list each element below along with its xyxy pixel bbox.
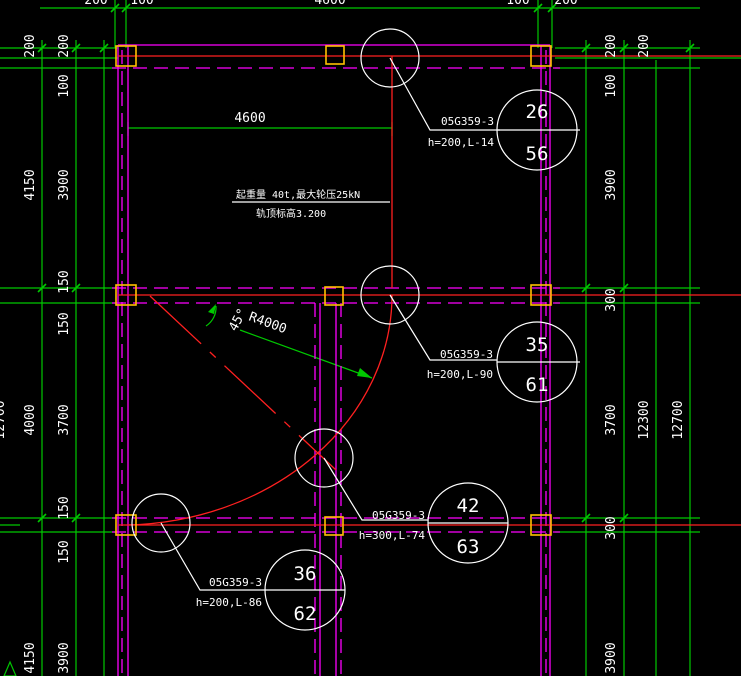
dim-text: 200 xyxy=(57,34,72,57)
dim-text: 150 xyxy=(57,496,72,519)
detail-spec: h=200,L-14 xyxy=(428,136,495,149)
angle-arrowhead xyxy=(208,304,216,314)
detail-top-number: 42 xyxy=(457,495,480,517)
dim-text: 3900 xyxy=(57,642,72,673)
angle-arc xyxy=(205,305,217,327)
dim-text: 150 xyxy=(57,270,72,293)
dim-text: 4600 xyxy=(314,0,345,8)
detail-top-number: 26 xyxy=(526,101,549,123)
load-note-line1: 起重量 40t,最大轮压25kN xyxy=(236,188,360,201)
column-marker xyxy=(325,45,345,65)
dimension-ticks xyxy=(37,3,695,523)
dim-text: 200 xyxy=(84,0,107,8)
column-marker xyxy=(324,286,344,306)
dim-text: 12700 xyxy=(0,400,8,439)
dim-text: 4150 xyxy=(23,642,38,673)
column-marker xyxy=(530,514,552,536)
dim-text: 100 xyxy=(57,74,72,97)
angle-label: 45° xyxy=(226,306,250,334)
column-marker xyxy=(530,45,552,67)
detail-top-number: 36 xyxy=(294,563,317,585)
dim-text: 3900 xyxy=(604,169,619,200)
detail-balloon-4: 36 62 05G359-3 h=200,L-86 xyxy=(196,549,346,631)
dim-text: 150 xyxy=(57,540,72,563)
wall-lines xyxy=(117,44,551,676)
detail-ref: 05G359-3 xyxy=(441,115,494,128)
dim-text: 4150 xyxy=(23,169,38,200)
detail-ref: 05G359-3 xyxy=(372,509,425,522)
detail-spec: h=300,L-74 xyxy=(359,529,426,542)
detail-spec: h=200,L-86 xyxy=(196,596,262,609)
dim-text: 3900 xyxy=(604,642,619,673)
detail-bottom-number: 61 xyxy=(526,374,549,396)
detail-bottom-number: 62 xyxy=(294,603,317,625)
dim-text: 200 xyxy=(604,34,619,57)
detail-ref: 05G359-3 xyxy=(440,348,493,361)
column-marker xyxy=(324,516,344,536)
span-dimension-label: 4600 xyxy=(234,111,265,126)
detail-balloon-2: 35 61 05G359-3 h=200,L-90 xyxy=(427,321,580,403)
column-marker xyxy=(115,514,137,536)
dim-text: 200 xyxy=(637,34,652,57)
column-marker xyxy=(115,284,137,306)
dim-text: 100 xyxy=(130,0,153,8)
left-dimension-labels: 4150 4000 12700 4150 200 200 100 3900 15… xyxy=(0,34,72,673)
radius-arrowhead xyxy=(357,368,372,378)
columns xyxy=(115,45,552,536)
detail-bottom-number: 63 xyxy=(457,536,480,558)
axis-lines xyxy=(118,55,741,526)
dim-text: 3900 xyxy=(57,169,72,200)
radius-label: R4000 xyxy=(247,310,289,337)
load-note-line2: 轨顶标高3.200 xyxy=(256,207,326,220)
detail-top-number: 35 xyxy=(526,334,549,356)
dim-text: 3700 xyxy=(604,404,619,435)
dim-text: 3700 xyxy=(57,404,72,435)
column-marker xyxy=(115,45,137,67)
top-dimension-labels: 200 100 4600 100 200 xyxy=(84,0,577,8)
dim-text: 100 xyxy=(506,0,529,8)
dim-text: 4000 xyxy=(23,404,38,435)
axis-marker-icon xyxy=(3,660,17,676)
detail-balloon-1: 26 56 05G359-3 h=200,L-14 xyxy=(428,89,580,171)
detail-ref: 05G359-3 xyxy=(209,576,262,589)
dim-text: 12700 xyxy=(671,400,686,439)
detail-balloon-3: 42 63 05G359-3 h=300,L-74 xyxy=(359,482,509,564)
dim-text: 12300 xyxy=(637,400,652,439)
detail-spec: h=200,L-90 xyxy=(427,368,493,381)
dim-text: 300 xyxy=(604,516,619,539)
dim-text: 100 xyxy=(604,74,619,97)
diagonal-center-line xyxy=(149,295,337,471)
detail-bottom-number: 56 xyxy=(526,143,549,165)
right-dimension-labels: 200 200 100 3900 300 3700 300 3900 12300… xyxy=(604,34,686,673)
column-marker xyxy=(530,284,552,306)
dim-text: 300 xyxy=(604,288,619,311)
dim-text: 200 xyxy=(554,0,577,8)
dim-text: 200 xyxy=(23,34,38,57)
reference-circles xyxy=(131,28,500,591)
dim-text: 150 xyxy=(57,312,72,335)
